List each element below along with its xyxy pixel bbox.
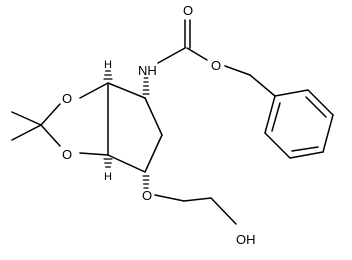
dioxolane-ring — [40, 82, 109, 156]
stereo-hash-top — [103, 70, 113, 80]
stereo-hash-bottom — [103, 158, 113, 168]
nh-label: NH — [138, 63, 157, 78]
carbonyl-oxygen-label: O — [183, 3, 193, 18]
stereo-h-bottom-label: H — [104, 171, 112, 183]
hydroxyethoxy-chain — [154, 194, 237, 225]
ring-oxygen-bottom-label: O — [62, 147, 72, 162]
benzene-ring — [264, 89, 334, 159]
ester-oxygen-label: O — [211, 58, 221, 73]
stereo-hash-nh — [142, 77, 150, 95]
ether-oxygen-label: O — [142, 188, 152, 203]
stereo-hash-ether — [142, 175, 150, 189]
gem-dimethyl — [11, 111, 42, 141]
cyclopentane-ring — [107, 82, 163, 173]
ring-oxygen-top-label: O — [62, 91, 72, 106]
hydroxyl-label: OH — [236, 232, 256, 247]
carbamate-group — [157, 19, 276, 97]
stereo-h-top-label: H — [104, 59, 112, 71]
